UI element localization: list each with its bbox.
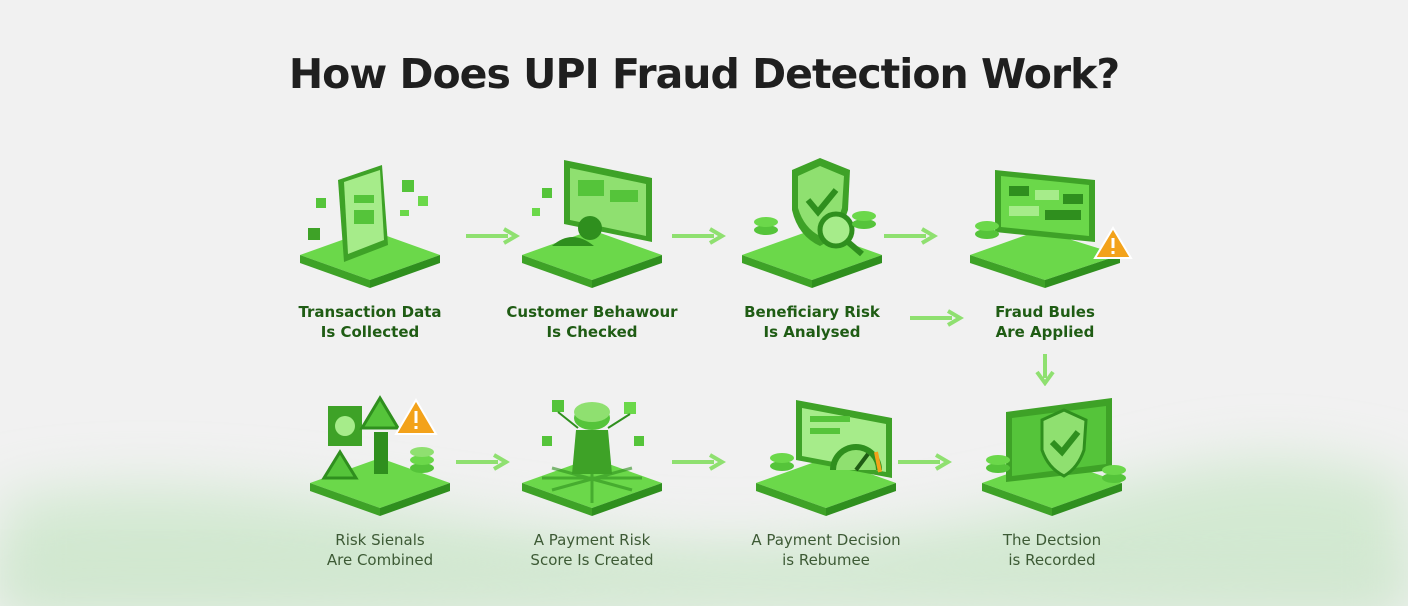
step-label-line1: Risk Sienals: [335, 531, 425, 549]
arrow-right-icon: [672, 227, 726, 245]
step-label-line1: Beneficiary Risk: [744, 303, 880, 321]
rules-warning-icon: [970, 170, 1133, 288]
step-label-line2: is Rebumee: [782, 551, 870, 569]
network-node-icon: [522, 400, 662, 516]
arrow-right-icon: [884, 227, 938, 245]
step-label-line2: Score Is Created: [530, 551, 654, 569]
page-title: How Does UPI Fraud Detection Work?: [288, 50, 1120, 98]
shield-magnifier-icon: [742, 158, 882, 288]
step-label-line1: A Payment Decision: [751, 531, 901, 549]
step-label-line1: The Dectsion: [1002, 531, 1102, 549]
arrow-right-icon: [466, 227, 520, 245]
arrow-down-icon: [1035, 354, 1055, 386]
warning-signals-icon: [310, 395, 450, 516]
step-label-line2: Is Analysed: [763, 323, 861, 341]
step-label-line2: Are Combined: [326, 551, 434, 569]
arrow-right-icon: [898, 453, 952, 471]
step-label-line1: Fraud Bules: [995, 303, 1095, 321]
gauge-monitor-icon: [756, 400, 896, 516]
step-label-line1: Customer Behawour: [506, 303, 678, 321]
arrow-right-icon: [672, 453, 726, 471]
step-label-line2: Is Collected: [320, 323, 420, 341]
step-label-line1: Transaction Data: [298, 303, 442, 321]
arrow-right-icon: [456, 453, 510, 471]
phone-data-icon: [300, 165, 440, 288]
step-label-line2: Are Applied: [995, 323, 1095, 341]
step-label-line1: A Payment Risk: [533, 531, 651, 549]
step-label-line2: is Recorded: [1008, 551, 1096, 569]
step-label-line2: Is Checked: [546, 323, 638, 341]
monitor-user-icon: [522, 160, 662, 288]
arrow-right-icon: [910, 309, 964, 327]
shield-check-icon: [982, 398, 1126, 516]
